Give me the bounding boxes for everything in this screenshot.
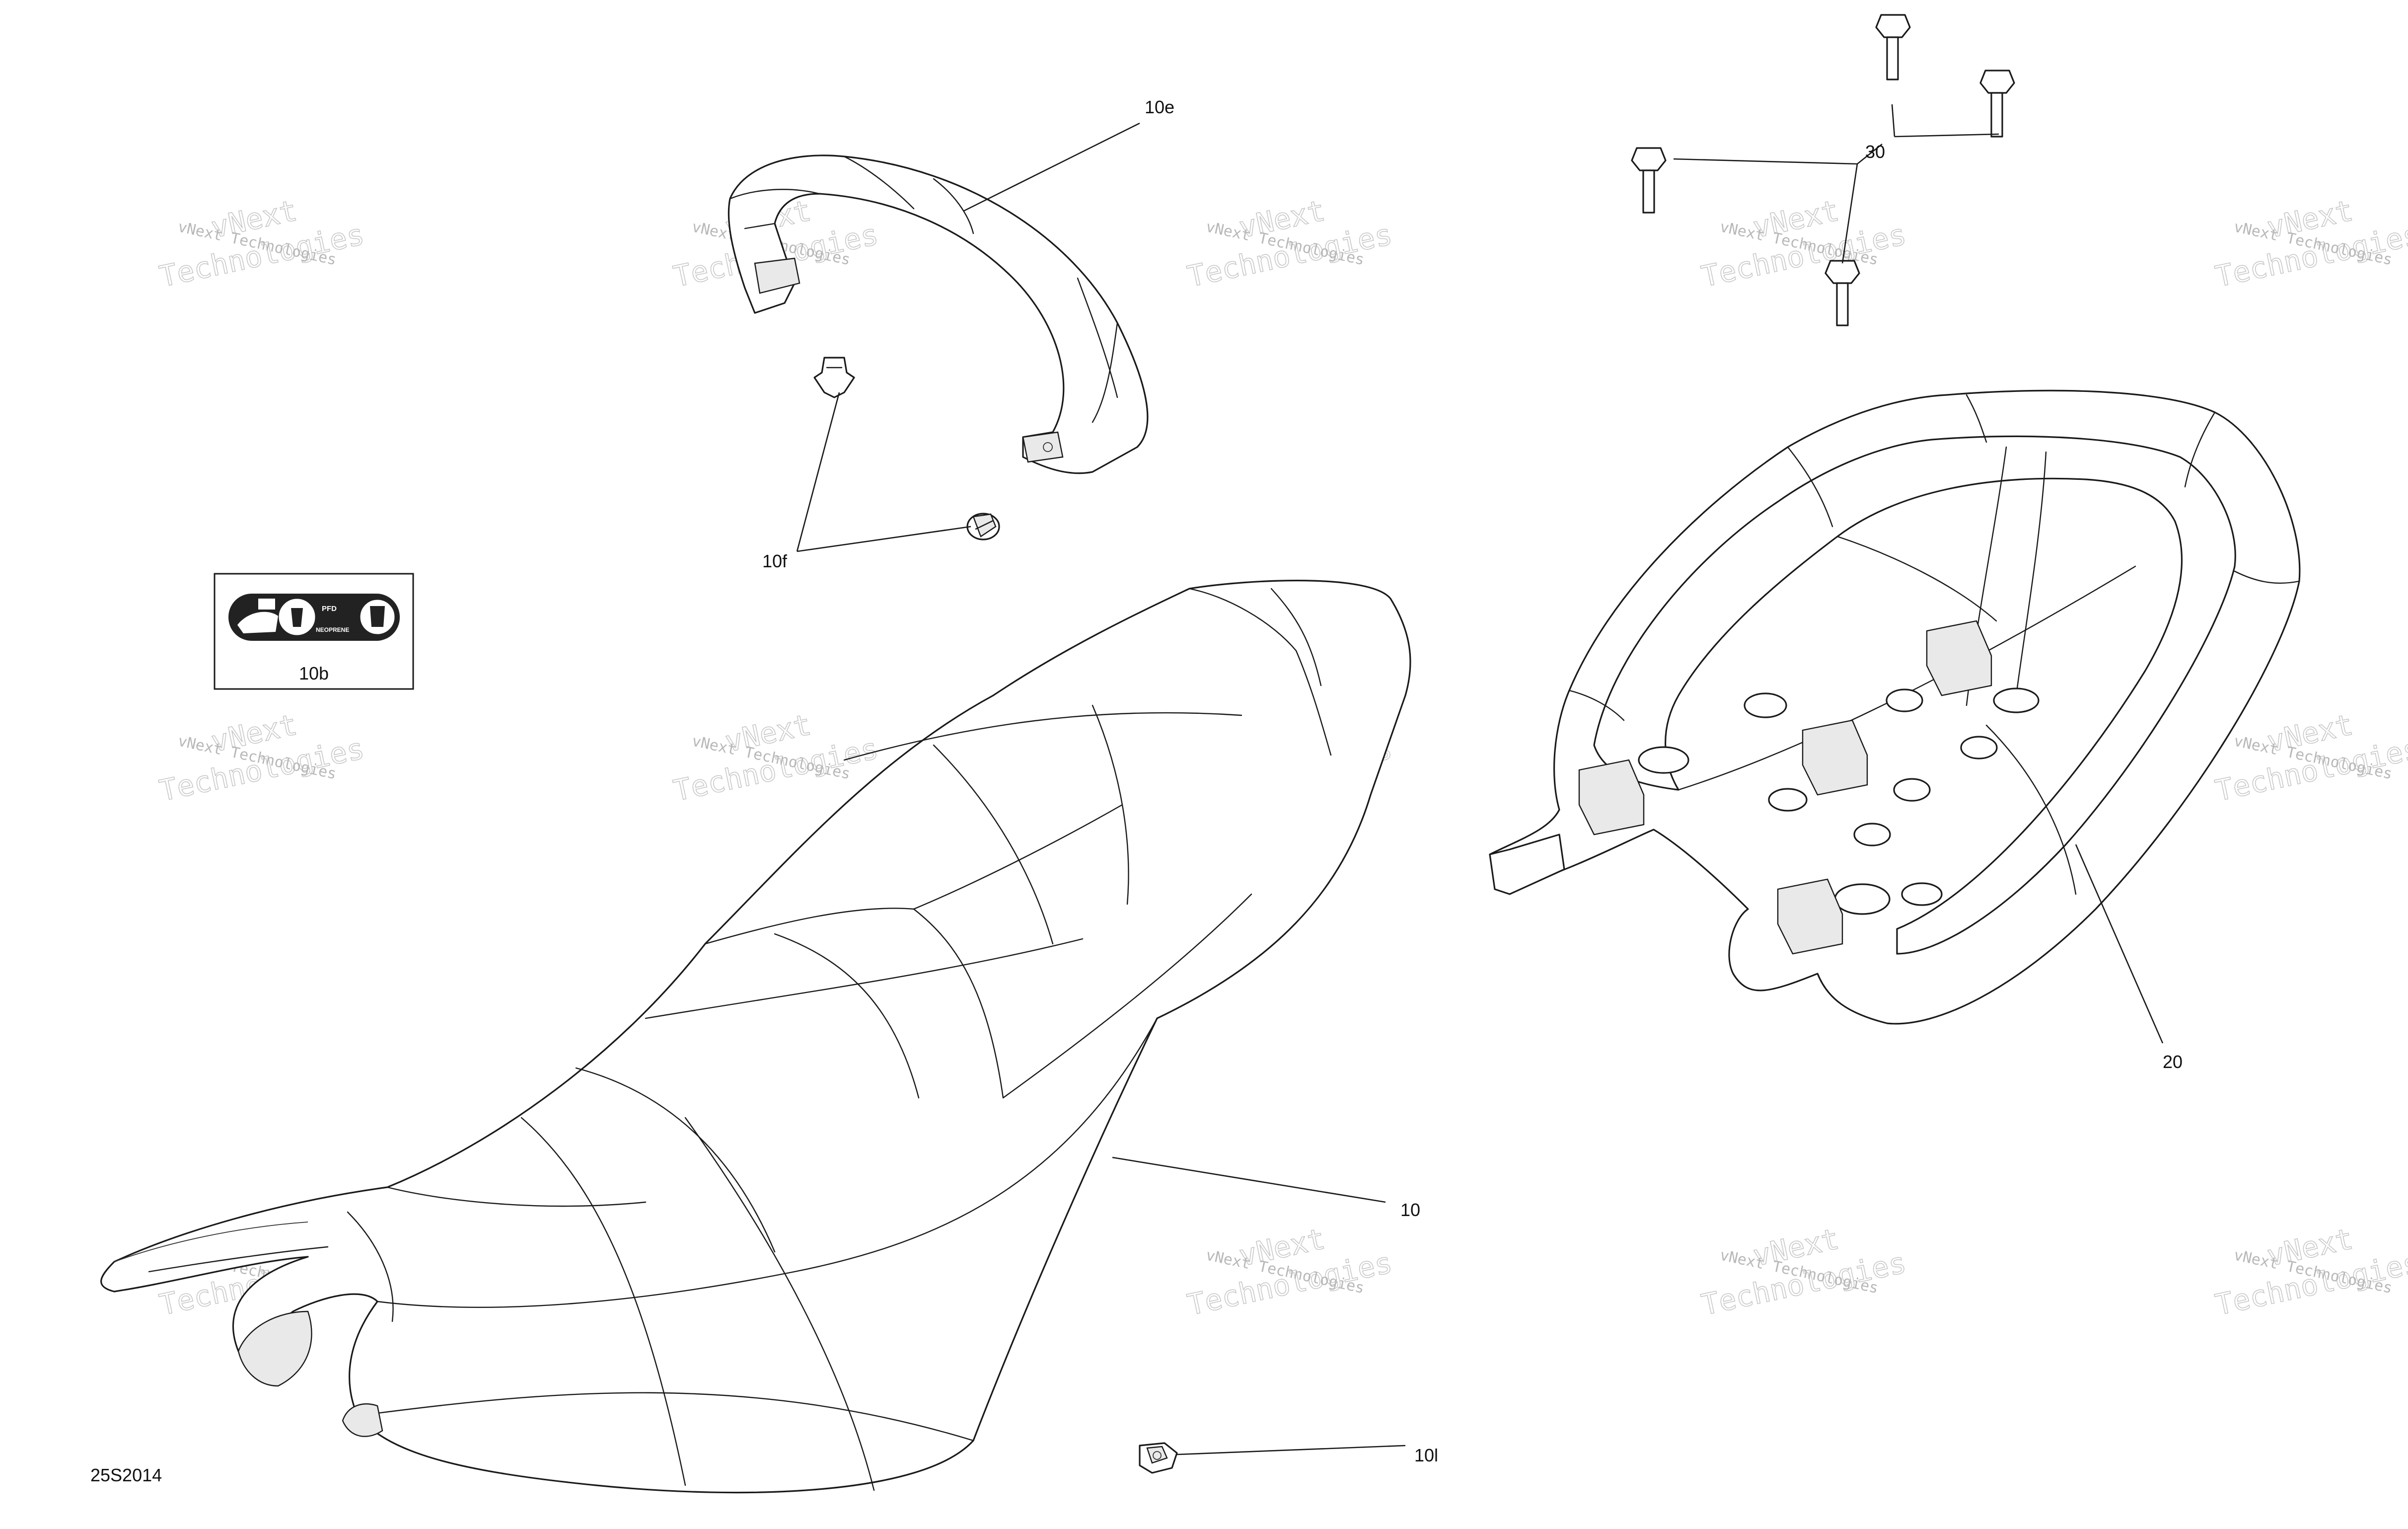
- bolt-icon: [1979, 70, 2015, 138]
- callout-20: 20: [2163, 1052, 2183, 1072]
- bolt-icon: [1875, 14, 1911, 80]
- label-pfd-text: PFD: [322, 605, 337, 613]
- diagram-code: 25S2014: [90, 1465, 162, 1485]
- callout-10f: 10f: [762, 551, 788, 571]
- callout-10b: 10b: [299, 663, 329, 684]
- clip-part-10l: [1139, 1442, 1178, 1474]
- fastener-part-10f: [813, 357, 1000, 540]
- strap-part-10e: [728, 154, 1149, 474]
- label-part-10b: PFD NEOPRENE: [214, 573, 414, 690]
- callout-10e: 10e: [1145, 97, 1174, 117]
- bolt-icon: [1824, 260, 1860, 326]
- callout-10l: 10l: [1414, 1445, 1438, 1465]
- callout-30: 30: [1865, 142, 1885, 162]
- callout-10: 10: [1400, 1200, 1420, 1220]
- label-neoprene-text: NEOPRENE: [316, 626, 349, 633]
- bolt-icon: [1631, 147, 1667, 214]
- bolt-part-30: [1631, 14, 2015, 326]
- leader-lines: [796, 104, 2164, 1455]
- seat-part-10: [100, 580, 1411, 1494]
- frame-mounting-holes: [1638, 688, 2040, 915]
- frame-part-20: [1489, 389, 2301, 1025]
